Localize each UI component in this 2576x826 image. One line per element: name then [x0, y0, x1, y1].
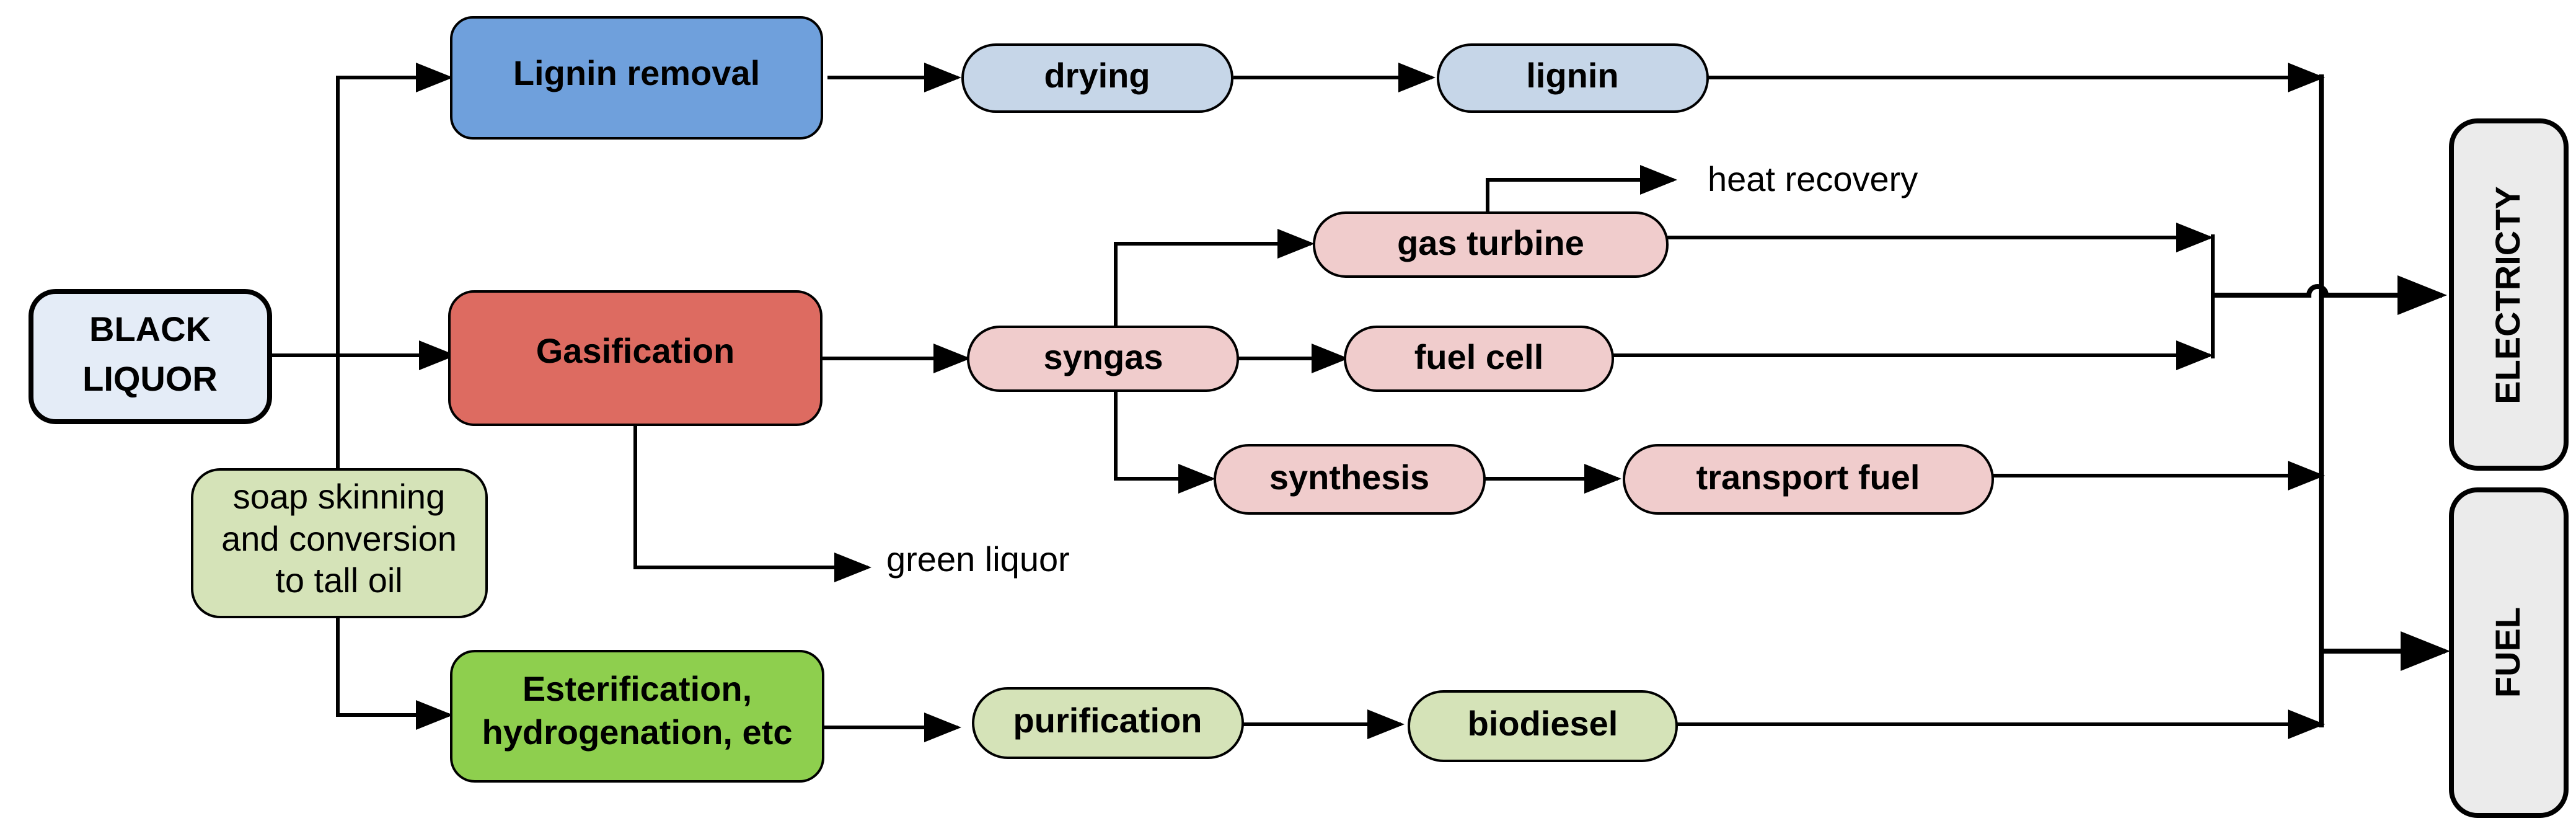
- gas-turbine-box: gas turbine: [1313, 211, 1669, 278]
- soap-skinning-label-2: and conversion: [221, 519, 457, 558]
- soap-skinning-box: soap skinning and conversion to tall oil: [191, 468, 488, 618]
- heat-recovery-label: heat recovery: [1708, 159, 1918, 198]
- soap-skinning-label-3: to tall oil: [275, 561, 402, 600]
- fuel-output-box: FUEL: [2449, 487, 2569, 818]
- arrow-to-esterification: [336, 617, 453, 730]
- syngas-label: syngas: [1044, 337, 1163, 376]
- lignin-removal-shape: [450, 16, 823, 140]
- biodiesel-label: biodiesel: [1468, 704, 1618, 743]
- gas-turbine-label: gas turbine: [1397, 223, 1584, 262]
- gasification-box: Gasification: [448, 290, 823, 426]
- transport-fuel-label: transport fuel: [1696, 458, 1920, 497]
- electricity-shape: [2449, 118, 2569, 471]
- green-liquor-label: green liquor: [886, 540, 1070, 579]
- drying-label: drying: [1044, 56, 1150, 95]
- biodiesel-box: biodiesel: [1408, 690, 1678, 762]
- drying-shape: [961, 43, 1233, 113]
- gasification-shape: [448, 290, 823, 426]
- arrow-merge-to-electricity: [2213, 275, 2447, 315]
- lignin-removal-label: Lignin removal: [513, 53, 760, 92]
- purification-label: purification: [1013, 701, 1202, 740]
- esterification-label-1: Esterification,: [523, 669, 752, 708]
- syngas-shape: [967, 326, 1239, 392]
- black-liquor-box: BLACK LIQUOR: [29, 289, 272, 424]
- soap-skinning-shape: [191, 468, 488, 618]
- transport-fuel-shape: [1623, 444, 1994, 515]
- black-liquor-shape: [29, 289, 272, 424]
- arrow-to-heat-recovery: [1486, 165, 1677, 213]
- syngas-box: syngas: [967, 326, 1239, 392]
- synthesis-box: synthesis: [1214, 444, 1486, 515]
- drying-box: drying: [961, 43, 1233, 113]
- synthesis-label: synthesis: [1269, 458, 1429, 497]
- black-liquor-label-2: LIQUOR: [82, 359, 218, 398]
- purification-shape: [972, 687, 1244, 759]
- arrow-to-green-liquor: [633, 425, 871, 582]
- fuel-shape: [2449, 487, 2569, 818]
- soap-skinning-label-1: soap skinning: [233, 477, 445, 516]
- lignin-label: lignin: [1526, 56, 1618, 95]
- synthesis-shape: [1214, 444, 1486, 515]
- fuel-cell-shape: [1344, 326, 1614, 392]
- electricity-label: ELECTRICTY: [2488, 186, 2527, 404]
- fuel-label: FUEL: [2488, 607, 2527, 698]
- connectors: [270, 63, 2450, 742]
- gasification-label: Gasification: [536, 331, 735, 370]
- esterification-box: Esterification, hydrogenation, etc: [450, 650, 824, 783]
- arrow-syngas-to-gas-turbine: [1114, 229, 1315, 327]
- arrow-syngas-to-synthesis: [1114, 389, 1215, 494]
- arrow-to-lignin-removal: [336, 63, 453, 471]
- esterification-shape: [450, 650, 824, 783]
- esterification-label-2: hydrogenation, etc: [482, 713, 793, 752]
- biodiesel-shape: [1408, 690, 1678, 762]
- purification-box: purification: [972, 687, 1244, 759]
- gas-turbine-shape: [1313, 211, 1669, 278]
- lignin-shape: [1437, 43, 1709, 113]
- lignin-box: lignin: [1437, 43, 1709, 113]
- fuel-cell-box: fuel cell: [1344, 326, 1614, 392]
- black-liquor-label-1: BLACK: [89, 309, 211, 349]
- fuel-cell-label: fuel cell: [1414, 337, 1544, 376]
- electricity-output-box: ELECTRICTY: [2449, 118, 2569, 471]
- lignin-removal-box: Lignin removal: [450, 16, 823, 140]
- transport-fuel-box: transport fuel: [1623, 444, 1994, 515]
